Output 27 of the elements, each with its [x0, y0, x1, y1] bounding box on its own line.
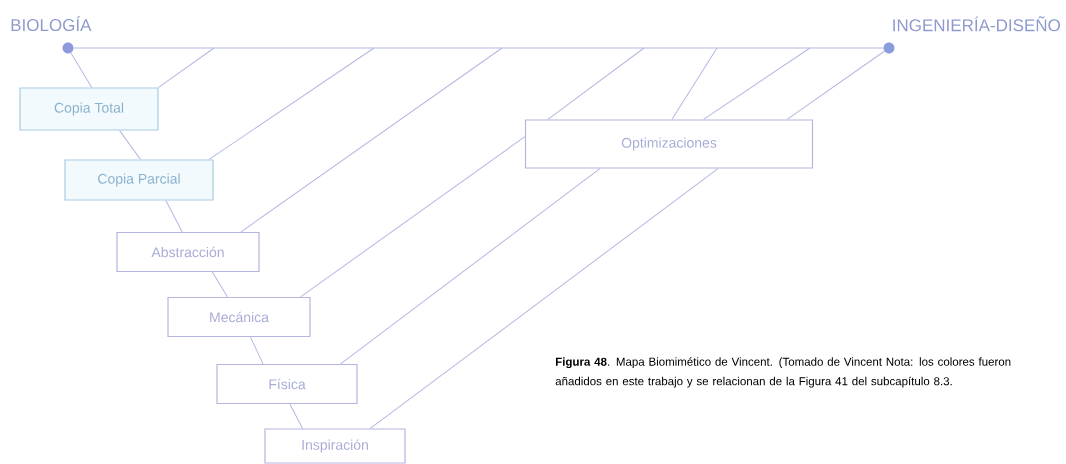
connector-line: [119, 130, 141, 160]
connector-line: [289, 403, 304, 429]
connector-line: [165, 200, 183, 233]
connector-line: [240, 47, 503, 233]
connector-line: [703, 47, 811, 120]
connector-line: [340, 168, 601, 365]
stage-box: Abstracción: [116, 231, 260, 273]
connector-line: [786, 50, 885, 120]
stage-box: Inspiración: [264, 428, 406, 464]
connector-line: [70, 52, 93, 88]
connector-line: [211, 271, 229, 298]
stage-box: Optimizaciones: [524, 119, 814, 169]
connector-line: [300, 136, 526, 298]
heading: INGENIERÍA-DISEÑO: [893, 16, 1060, 32]
stage-box: Copia Total: [19, 87, 159, 131]
connector-line: [249, 336, 264, 365]
connector-line: [547, 47, 645, 120]
connector-line: [158, 47, 215, 88]
figure-caption: Figura 48. Mapa Biomimético de Vincent. (Tomado de Vincent Nota: los colores fueron añadidos en este trabajo y se relacionan de la Figura 41 del subcapítulo 8.3.: [555, 357, 1011, 388]
stage-box: Física: [216, 363, 358, 405]
connector-line: [671, 47, 718, 120]
connector-line: [369, 168, 719, 429]
stage-box: Mecánica: [167, 296, 311, 338]
stage-box: Copia Parcial: [64, 159, 214, 201]
heading: BIOLOGÍA: [11, 16, 92, 32]
connector-line: [208, 47, 375, 160]
connector-line: [73, 47, 884, 49]
